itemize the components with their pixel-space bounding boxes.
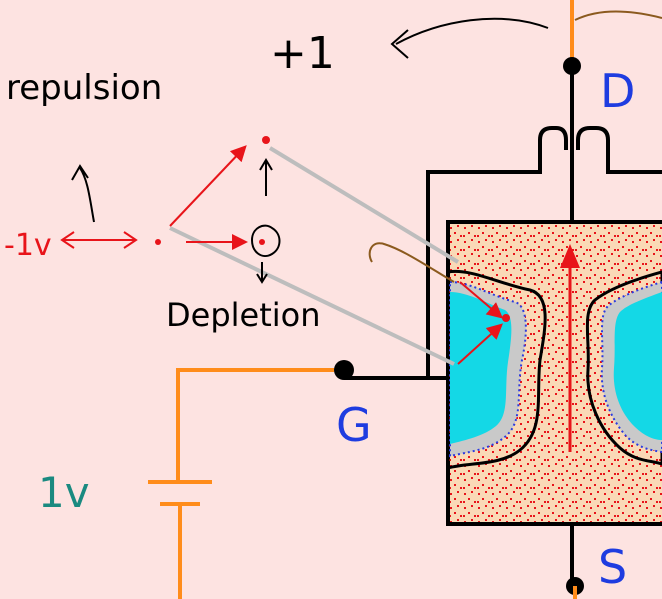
repelled-charge bbox=[262, 136, 270, 144]
zoom-charge bbox=[502, 314, 510, 322]
double-arrow-right-head bbox=[123, 231, 138, 249]
charge-origin bbox=[155, 239, 161, 245]
repulsion-pointer-arrow bbox=[71, 164, 95, 223]
gate-terminal-dot bbox=[334, 360, 354, 380]
callout-line-lower bbox=[169, 226, 455, 366]
channel-current-arrowhead bbox=[560, 244, 580, 268]
repulsion-label: repulsion bbox=[6, 68, 163, 108]
gate-label: G bbox=[336, 398, 372, 452]
zoom-arrow-1 bbox=[459, 281, 504, 319]
callout-line-upper bbox=[268, 146, 460, 264]
gate-wire bbox=[176, 368, 334, 482]
repelled-charge-up-head bbox=[259, 158, 273, 171]
repulsion-red-arrow bbox=[169, 145, 247, 227]
gate-bracket bbox=[426, 126, 662, 378]
plus-one-label: +1 bbox=[270, 28, 335, 79]
minus-one-volt-label: -1v bbox=[4, 228, 52, 263]
drain-label: D bbox=[600, 64, 636, 118]
double-arrow-left-head bbox=[60, 231, 75, 249]
depletion-down-arrow bbox=[256, 262, 268, 284]
brown-curl-arrow bbox=[368, 242, 455, 283]
depletion-label: Depletion bbox=[166, 296, 321, 334]
right-depletion-region bbox=[613, 292, 662, 440]
zoom-arrow-2 bbox=[457, 323, 503, 365]
plus-one-pointer-arrow bbox=[390, 17, 549, 59]
battery-voltage-label: 1v bbox=[38, 468, 90, 517]
source-label: S bbox=[598, 540, 628, 594]
depletion-charge-dot bbox=[259, 239, 265, 245]
depletion-charge-circle bbox=[250, 224, 281, 258]
brown-annotation-line bbox=[574, 10, 662, 21]
